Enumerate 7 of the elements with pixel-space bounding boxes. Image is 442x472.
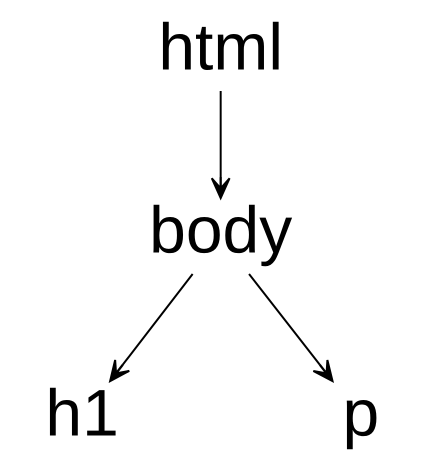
node-text: h1 [44,376,118,450]
node-text: html [158,9,282,84]
node-text: p [342,376,379,450]
node-text: body [148,192,292,266]
arrow [108,273,193,382]
arrow [210,90,230,200]
arrow [248,273,334,382]
